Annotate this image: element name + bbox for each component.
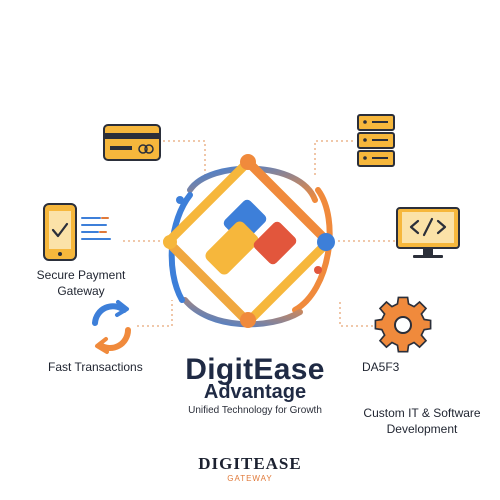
secure-payment-label: Secure Payment Gateway: [36, 268, 126, 298]
connector-card: [163, 140, 206, 175]
tile-yellow: [205, 221, 259, 275]
code-label: DA5F3: [362, 360, 400, 374]
node-left: [163, 235, 177, 249]
footer-sub: GATEWAY: [227, 474, 273, 483]
connectors: [123, 140, 395, 327]
gear-icon: [374, 296, 432, 353]
node-small-right: [314, 266, 322, 274]
node-small-left: [176, 196, 184, 204]
mobile-payment-icon: [43, 203, 111, 261]
connector-server: [314, 140, 353, 175]
refresh-cycle-icon: [92, 300, 132, 354]
code-monitor-icon: [396, 207, 460, 258]
connector-refresh: [137, 300, 173, 327]
server-icon: [357, 114, 395, 167]
custom-it-label: Custom IT & Software Development: [363, 406, 481, 436]
diamond-frame-accent: [243, 157, 333, 247]
center-logo: [163, 154, 335, 328]
connector-gear: [339, 300, 373, 327]
node-bottom: [240, 312, 256, 328]
diamond-frame-accent-2: [163, 237, 253, 327]
center-tagline: Unified Technology for Growth: [188, 405, 322, 416]
footer-brand: DIGITEASE: [198, 454, 302, 473]
node-top: [240, 154, 256, 170]
tile-red: [253, 221, 297, 265]
ring-arc-bottom: [182, 297, 303, 328]
credit-card-icon: [103, 124, 161, 161]
ring-arc-right: [292, 187, 333, 313]
center-subtitle: Advantage: [203, 381, 307, 403]
node-right: [317, 233, 335, 251]
fast-transactions-label: Fast Transactions: [48, 360, 143, 374]
center-title: DigitEase: [185, 353, 325, 386]
